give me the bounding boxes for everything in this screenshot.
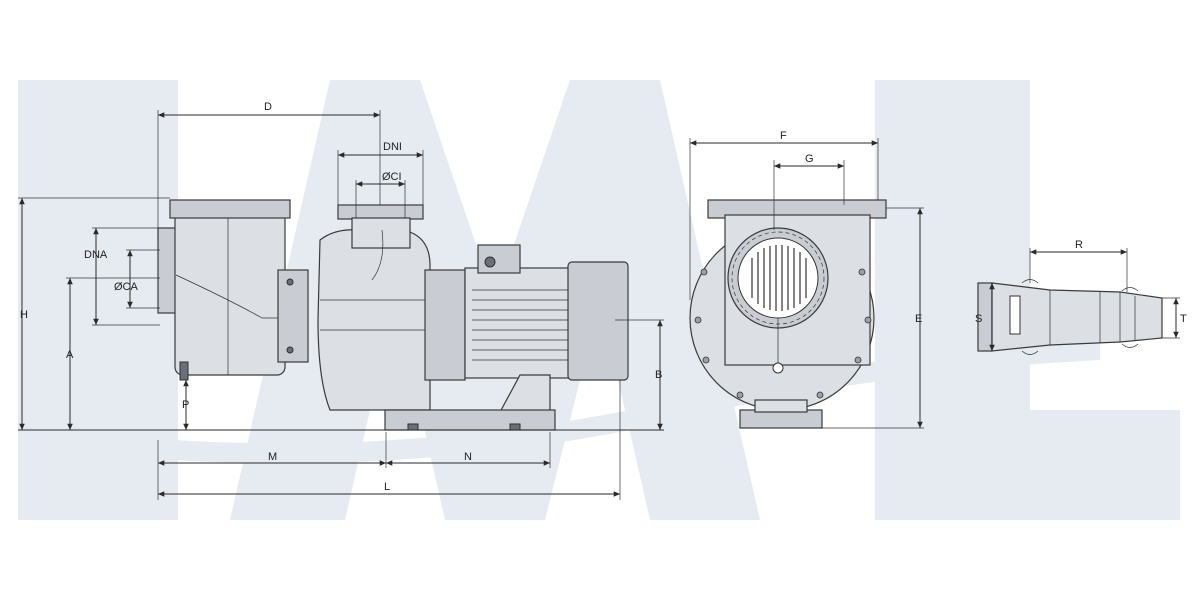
dim-label-f: F xyxy=(780,130,787,142)
adapter-piece xyxy=(977,279,1163,355)
dim-label-l: L xyxy=(384,481,390,493)
dim-label-p: P xyxy=(182,399,189,411)
dim-label-n: N xyxy=(464,451,472,463)
pump-front-view xyxy=(689,199,887,429)
dim-label-d: D xyxy=(264,101,272,113)
dim-label-dna: DNA xyxy=(84,249,108,261)
dim-label-ca: ØCA xyxy=(114,281,139,293)
pump-side-view xyxy=(157,199,629,431)
dim-label-b: B xyxy=(655,369,662,381)
dim-label-s: S xyxy=(975,313,982,325)
dim-label-t: T xyxy=(1180,313,1187,325)
dim-label-r: R xyxy=(1075,239,1083,251)
dim-label-m: M xyxy=(268,451,277,463)
dimension-lines: D DNI ØCI DNA ØCA H A P B M N L F G E R … xyxy=(18,101,1187,500)
dim-label-dni: DNI xyxy=(383,141,402,153)
dim-label-e: E xyxy=(915,313,922,325)
dim-label-g: G xyxy=(805,153,814,165)
dim-label-h: H xyxy=(20,309,28,321)
dim-label-a: A xyxy=(66,349,74,361)
dim-label-ci: ØCI xyxy=(382,171,402,183)
